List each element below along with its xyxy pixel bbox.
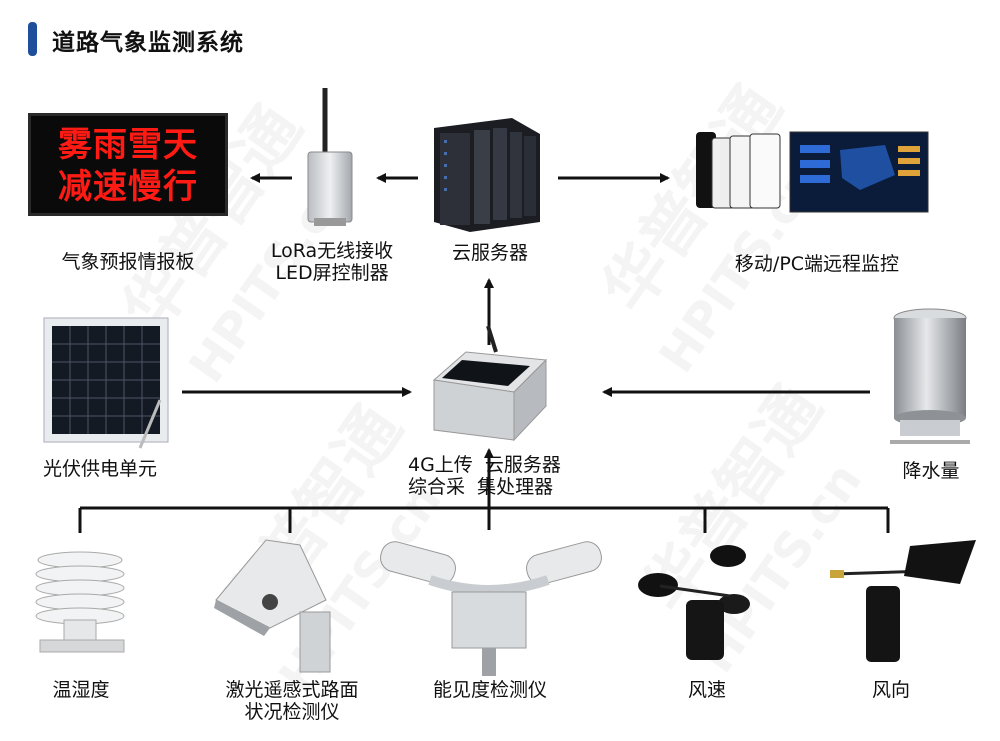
collector-device	[432, 325, 548, 442]
laser-road-label-2: 状况检测仪	[244, 701, 340, 723]
led-line-2: 减速慢行	[58, 167, 198, 207]
temp-humidity-device	[35, 551, 125, 653]
rain-gauge-label: 降水量	[902, 460, 960, 482]
temp-humidity-label: 温湿度	[52, 679, 110, 701]
cloud-server-label: 云服务器	[451, 242, 528, 264]
visibility-label: 能见度检测仪	[432, 679, 547, 701]
solar-panel-device	[43, 317, 169, 449]
lora-receiver-device	[307, 88, 353, 226]
remote-monitor-device	[696, 131, 929, 213]
visibility-sensor-device	[380, 541, 602, 676]
rain-gauge-device	[890, 308, 970, 444]
solar-unit-label: 光伏供电单元	[42, 458, 157, 480]
lora-receiver-label-2: LED屏控制器	[275, 262, 389, 284]
collector-label-2: 综合采 集处理器	[408, 476, 554, 498]
wind-speed-device	[638, 545, 750, 660]
laser-road-label-1: 激光遥感式路面	[225, 679, 359, 701]
led-line-1: 雾雨雪天	[58, 125, 198, 165]
wind-speed-label: 风速	[687, 679, 726, 701]
page-title: 道路气象监测系统	[52, 30, 244, 56]
collector-label-1: 4G上传 云服务器	[408, 454, 561, 476]
title-accent-bar	[28, 22, 37, 56]
wind-direction-label: 风向	[871, 679, 910, 701]
forecast-board-label: 气象预报情报板	[61, 251, 195, 273]
remote-monitor-label: 移动/PC端远程监控	[734, 253, 900, 275]
lora-receiver-label-1: LoRa无线接收	[270, 240, 394, 262]
cloud-server-device	[434, 118, 540, 232]
forecast-led-board: 雾雨雪天 减速慢行	[28, 113, 228, 216]
laser-road-sensor-device	[214, 539, 331, 673]
wind-direction-device	[830, 540, 976, 662]
